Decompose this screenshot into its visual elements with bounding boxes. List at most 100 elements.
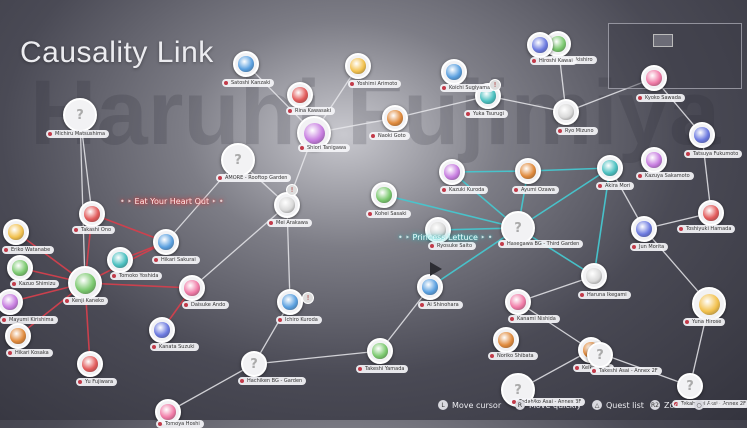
node-label: Noriko Shibata xyxy=(488,352,538,360)
node-label: Satoshi Kanzaki xyxy=(222,79,275,87)
unknown-question-icon: ? xyxy=(63,98,97,132)
node-label: Yu Fujiwara xyxy=(76,378,118,386)
character-portrait-icon xyxy=(493,327,519,353)
node-label: Takahashi Asai - Annex 2F xyxy=(672,400,747,408)
node-label: Kanata Suzuki xyxy=(150,343,199,351)
character-portrait-icon xyxy=(581,263,607,289)
link-n35-n39 xyxy=(167,363,255,413)
node-label: Ai Shinohara xyxy=(418,301,463,309)
legend-zoom: R2 Zoom xyxy=(650,398,687,412)
node-label: Hikari Kosaka xyxy=(6,349,53,357)
alert-chip-icon: ! xyxy=(489,79,501,91)
legend-move-cursor: L Move cursor xyxy=(438,398,501,412)
character-portrait-icon xyxy=(692,287,726,321)
node-label: Michiru Matsushima xyxy=(46,130,110,138)
legend-move-quickly: R Move quickly xyxy=(515,398,581,412)
node-label: Takeshi Yamada xyxy=(356,365,409,373)
character-portrait-icon xyxy=(641,147,667,173)
event-marker-icon: • ‣ xyxy=(120,197,135,206)
character-portrait-icon xyxy=(287,82,313,108)
legend-label: Move quickly xyxy=(529,400,582,410)
circle-button-icon: ○ xyxy=(694,400,704,410)
link-n27-n23 xyxy=(517,167,611,229)
character-portrait-icon xyxy=(0,289,23,315)
event-marker-icon: • ‣ xyxy=(398,233,413,242)
character-portrait-icon xyxy=(68,266,102,300)
character-portrait-icon xyxy=(153,229,179,255)
node-label: Toshiyuki Hamada xyxy=(677,225,736,233)
node-label: Shiori Tanigawa xyxy=(298,144,351,152)
minimap-view-frame xyxy=(653,34,673,47)
node-label: Mei Arakawa xyxy=(267,219,312,227)
character-portrait-icon xyxy=(3,219,29,245)
node-label: Tomoko Yoshida xyxy=(110,272,163,280)
unknown-question-icon: ? xyxy=(221,143,255,177)
character-portrait-icon xyxy=(597,155,623,181)
character-portrait-icon xyxy=(77,351,103,377)
node-label: Hikari Sakurai xyxy=(152,256,200,264)
event-label: Princess Lettuce xyxy=(412,233,478,242)
node-label: Haruna Ikegami xyxy=(578,291,631,299)
node-label: Akira Mori xyxy=(596,182,635,190)
character-portrait-icon xyxy=(641,65,667,91)
node-label: Mayumi Kirishima xyxy=(0,316,58,324)
character-portrait-icon xyxy=(233,51,259,77)
character-portrait-icon xyxy=(179,275,205,301)
event-marker-icon: ‣ • xyxy=(477,233,493,242)
node-label: Rina Kawasaki xyxy=(286,107,336,115)
node-label: Hasegawa BG - Third Garden xyxy=(498,240,584,248)
character-portrait-icon xyxy=(553,99,579,125)
minimap[interactable] xyxy=(608,23,742,89)
quest-event-princess-lettuce[interactable]: • ‣ Princess Lettuce ‣ • xyxy=(398,233,492,242)
node-label: Ayumi Ozawa xyxy=(512,186,559,194)
node-label: Takashi Ono xyxy=(72,226,116,234)
node-label: Koichi Sugiyama xyxy=(440,84,495,92)
node-label: AMORE - Rooftop Garden xyxy=(216,174,292,182)
character-portrait-icon xyxy=(371,182,397,208)
character-portrait-icon xyxy=(505,289,531,315)
node-label: Ichiro Kuroda xyxy=(276,316,322,324)
link-n14-n19 xyxy=(84,282,193,289)
node-label: Naoki Goto xyxy=(369,132,410,140)
alert-chip-icon: ! xyxy=(286,184,298,196)
character-portrait-icon xyxy=(439,159,465,185)
legend-quest-list: △ Quest list xyxy=(592,398,644,412)
character-portrait-icon xyxy=(527,32,553,58)
node-label: Tadahiko Asai - Annex 3F xyxy=(510,398,586,406)
node-label: Ryo Mizuno xyxy=(556,127,598,135)
character-portrait-icon xyxy=(382,105,408,131)
character-portrait-icon xyxy=(277,289,303,315)
character-portrait-icon xyxy=(345,53,371,79)
link-n18-n19 xyxy=(191,204,288,289)
character-portrait-icon xyxy=(107,247,133,273)
node-label: Yuna Hirose xyxy=(683,318,726,326)
character-portrait-icon xyxy=(515,158,541,184)
character-portrait-icon xyxy=(149,317,175,343)
link-n26-n27 xyxy=(527,167,611,172)
node-label: Kazuki Kuroda xyxy=(440,186,489,194)
character-portrait-icon xyxy=(689,122,715,148)
alert-chip-icon: ! xyxy=(302,292,314,304)
node-label: Ryosuke Saito xyxy=(428,242,477,250)
node-label: Kazuo Shimizu xyxy=(10,280,60,288)
character-portrait-icon xyxy=(7,255,33,281)
legend-back: ○ Back xyxy=(694,398,727,412)
right-stick-icon: R xyxy=(515,400,525,410)
legend-label: Back xyxy=(708,400,728,410)
quest-event-eat-your-heart-out[interactable]: • ‣ Eat Your Heart Out ‣ • xyxy=(120,197,224,206)
legend-label: Move cursor xyxy=(452,400,502,410)
unknown-question-icon: ? xyxy=(501,211,535,245)
character-portrait-icon xyxy=(417,274,443,300)
link-n8-n9 xyxy=(565,77,655,113)
unknown-question-icon: ? xyxy=(241,351,267,377)
node-label: Tomoya Hoshi xyxy=(156,420,204,428)
link-n12-n17 xyxy=(165,159,239,243)
character-portrait-icon xyxy=(79,201,105,227)
node-label: Kenji Kaneko xyxy=(63,297,108,305)
node-label: Jun Morita xyxy=(630,243,669,251)
node-label: Kazuya Sakamoto xyxy=(636,172,694,180)
node-label: Eriko Watanabe xyxy=(2,246,55,254)
node-label: Yoshimi Arimoto xyxy=(348,80,402,88)
node-label: Kyoko Sawada xyxy=(636,94,685,102)
